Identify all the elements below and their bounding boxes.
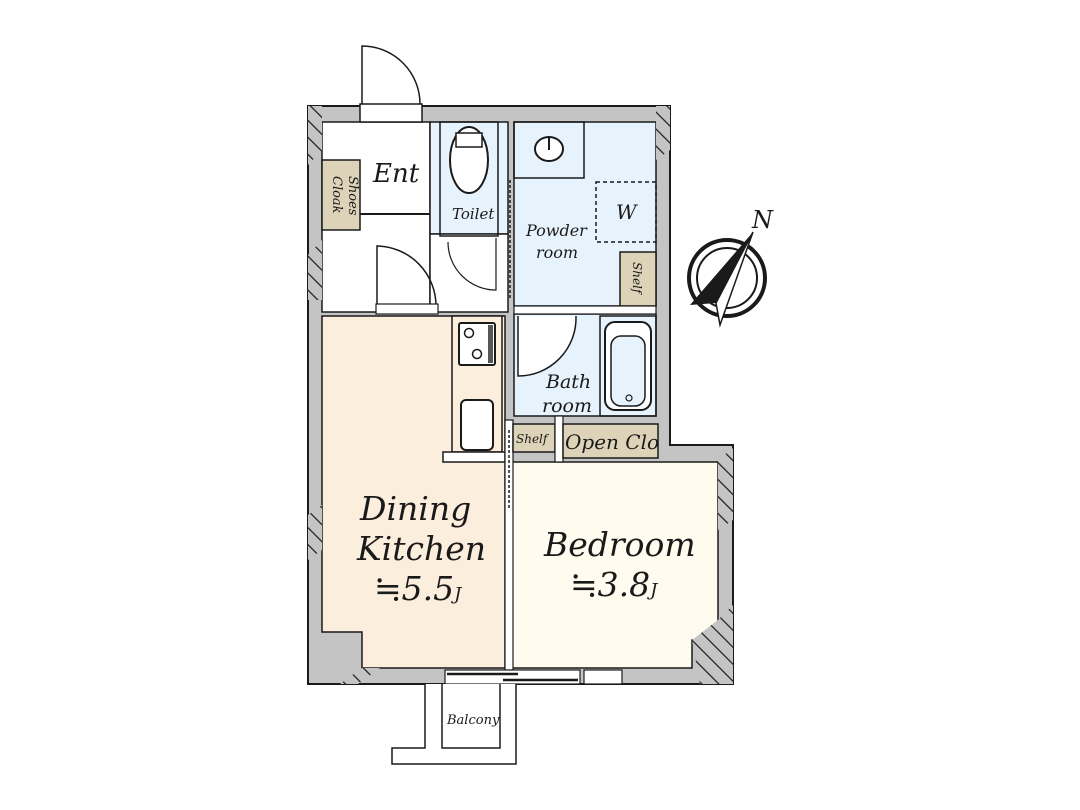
hall-door (375, 245, 439, 315)
open-closet-label: Open Clo (565, 430, 659, 454)
compass-north-label: N (751, 206, 774, 234)
vanity (513, 121, 585, 179)
shoes-cloak-label-1: Shoes (345, 176, 360, 216)
bedroom-shelf (512, 423, 556, 453)
washer-label: W (616, 200, 638, 224)
dining-kitchen-label-1: Dining (359, 489, 471, 528)
kitchen-counter (442, 315, 506, 463)
entrance-label: Ent (372, 159, 420, 189)
powder-shelf (619, 251, 657, 307)
shoes-cloak: Shoes Cloak (321, 159, 361, 231)
hatched-walls (308, 106, 733, 684)
toilet: Toilet (439, 121, 499, 291)
partition-wall (504, 419, 514, 671)
bath-room: Bath room (517, 315, 657, 417)
powder-shelf-label: Shelf (630, 262, 644, 296)
bedroom-label: Bedroom (543, 525, 696, 564)
balcony-windows (444, 669, 623, 685)
entrance-door (359, 45, 423, 123)
stove-icon (458, 322, 496, 366)
north-arrow-icon: N (687, 206, 774, 328)
bath-room-label-1: Bath (545, 371, 591, 393)
bedroom-shelf-label: Shelf (516, 432, 550, 446)
open-closet (562, 423, 659, 459)
kitchen-sink-icon (460, 399, 494, 451)
dining-kitchen-label-2: Kitchen (356, 529, 486, 568)
powder-room: W Shelf Powder room (513, 121, 657, 307)
bath-door (517, 315, 577, 377)
powder-room-label-2: room (536, 243, 578, 262)
toilet-label: Toilet (452, 205, 495, 223)
bath-room-label-2: room (542, 395, 592, 417)
toilet-door-area (429, 233, 509, 313)
balcony: Balcony (391, 684, 517, 765)
bedroom-area: ≒3.8J (570, 565, 659, 604)
closets: Shelf Open Clo (512, 415, 659, 463)
dining-kitchen-area: ≒5.5J (374, 569, 463, 608)
bath-wall (513, 305, 657, 315)
washer-space (595, 181, 657, 243)
powder-room-label-1: Powder (525, 221, 588, 240)
shoes-cloak-label-2: Cloak (329, 176, 344, 214)
balcony-label: Balcony (446, 713, 500, 728)
